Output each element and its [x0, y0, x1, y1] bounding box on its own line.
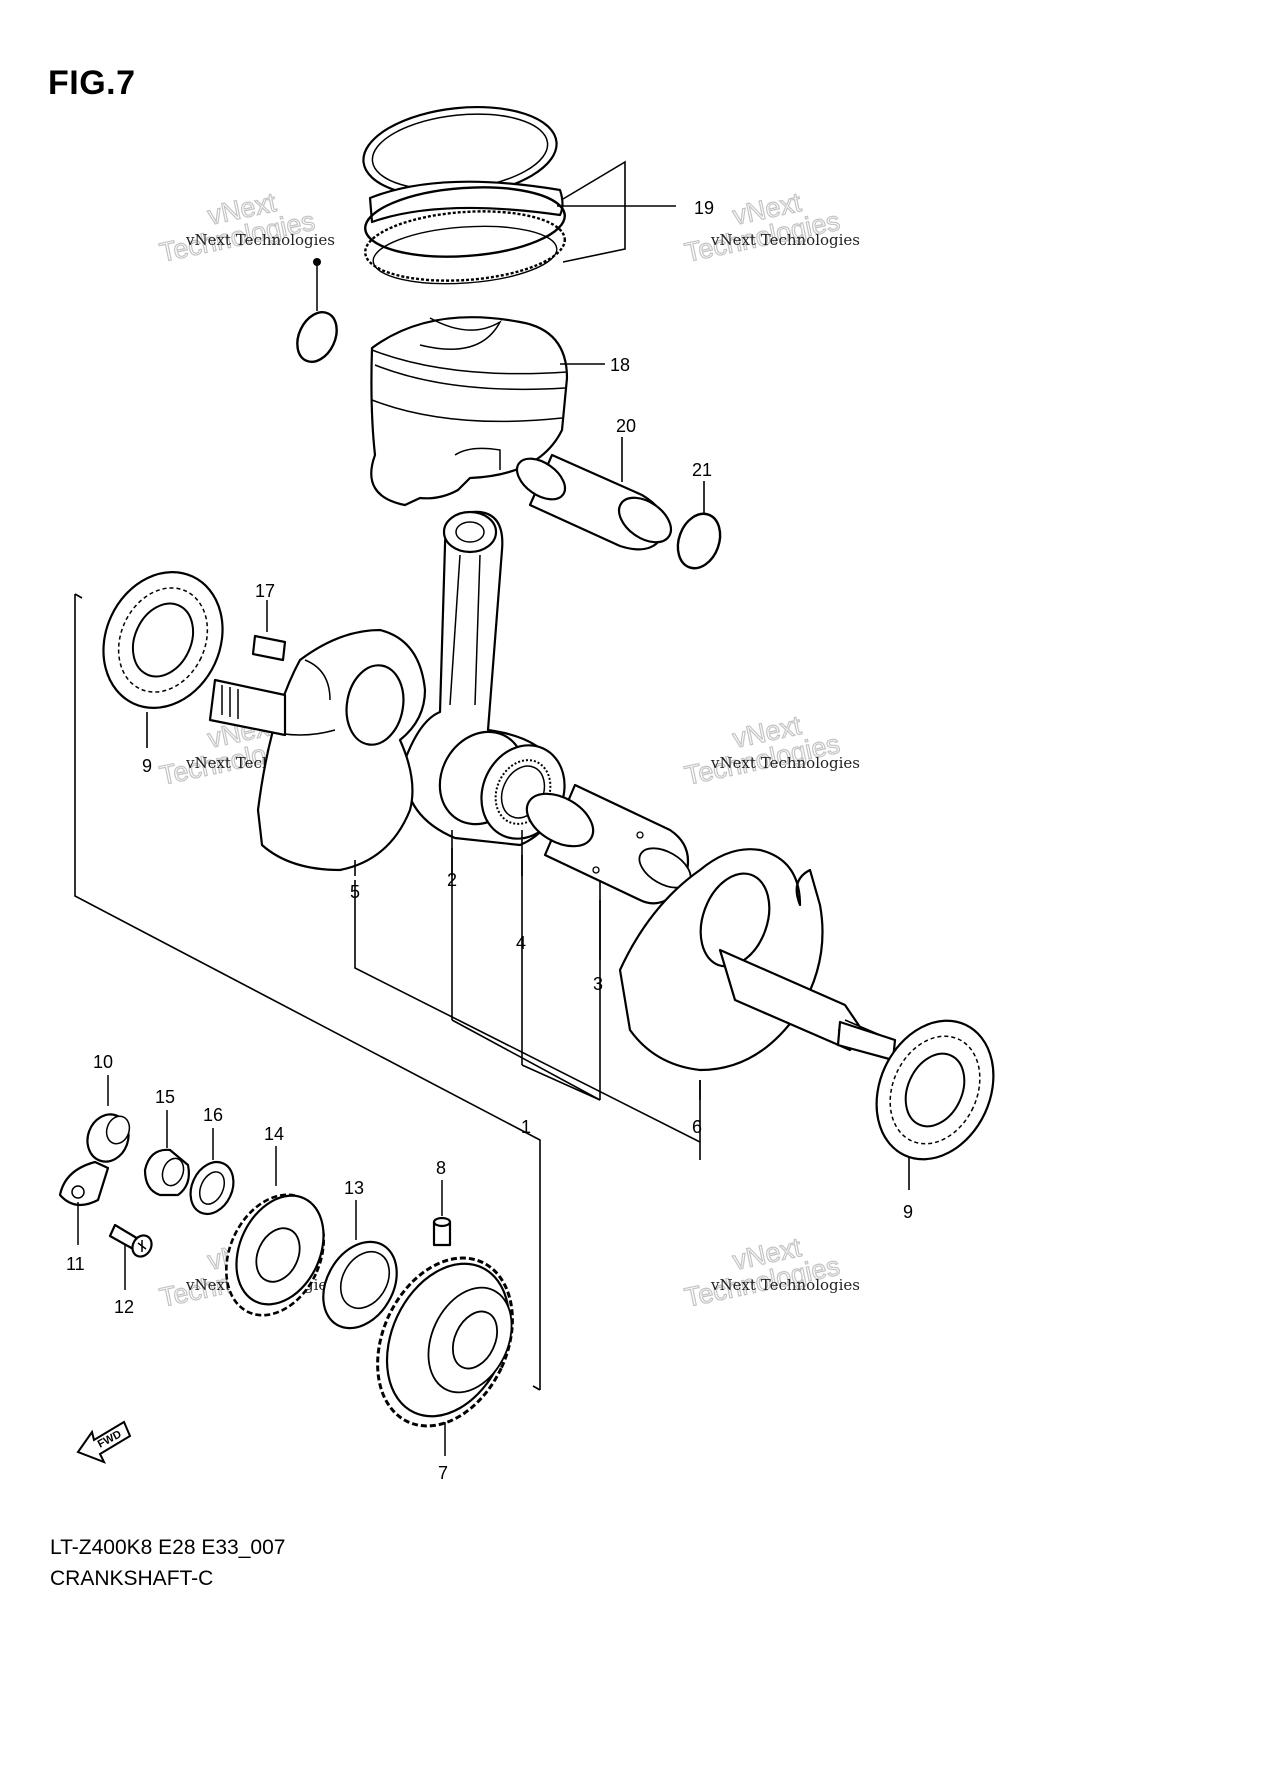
callout-20: 20	[616, 416, 636, 436]
callout-9-right: 9	[903, 1202, 913, 1222]
callout-11: 11	[66, 1254, 85, 1274]
caption-part-name: CRANKSHAFT-C	[50, 1567, 214, 1590]
callout-7: 7	[438, 1463, 448, 1483]
watermark-top-left: vNext Technologies vNext Technologies	[156, 186, 335, 268]
figure-caption: LT-Z400K8 E28 E33_007 CRANKSHAFT-C	[50, 1532, 285, 1594]
callout-2: 2	[447, 870, 457, 890]
callout-4: 4	[516, 933, 526, 953]
callout-1: 1	[521, 1117, 531, 1137]
watermark-mid-right: vNext Technologies vNext Technologies	[681, 709, 860, 791]
watermark-text: vNext Technologies	[185, 231, 335, 249]
bearing-left	[102, 571, 224, 709]
callout-16: 16	[203, 1105, 223, 1125]
callout-14: 14	[264, 1124, 284, 1144]
circlip-right	[676, 512, 722, 570]
washer-16	[189, 1128, 235, 1215]
callout-6: 6	[692, 1117, 702, 1137]
callout-12: 12	[114, 1297, 134, 1317]
crankshaft-right-half	[618, 848, 897, 1072]
piston-rings	[362, 105, 566, 285]
figure-title: FIG.7	[48, 64, 136, 102]
watermark-text: vNext Technologies	[710, 754, 860, 772]
piston	[370, 316, 569, 507]
callout-17: 17	[255, 581, 275, 601]
dowel-pin-8	[432, 1180, 452, 1247]
assembly-bracket-lines	[74, 593, 701, 1391]
callout-19: 19	[694, 198, 714, 218]
callout-21: 21	[692, 460, 712, 480]
crank-pin	[525, 783, 692, 905]
watermark-text: vNext Technologies	[710, 231, 860, 249]
plate-11	[58, 1160, 110, 1245]
woodruff-key	[251, 600, 287, 662]
piston-pin	[515, 453, 673, 551]
caption-model-code: LT-Z400K8 E28 E33_007	[50, 1536, 286, 1559]
callout-13: 13	[344, 1178, 364, 1198]
fwd-arrow-icon: FWD	[76, 1420, 132, 1464]
primary-gear-7	[376, 1256, 514, 1456]
callout-3: 3	[593, 974, 603, 994]
leader-lines	[146, 160, 910, 1190]
gear-14	[224, 1146, 326, 1317]
callout-9-left: 9	[142, 756, 152, 776]
callout-15: 15	[155, 1087, 175, 1107]
callout-18: 18	[610, 355, 630, 375]
screw-12	[108, 1223, 153, 1290]
nut-15	[143, 1110, 190, 1197]
bearing-right	[875, 1019, 995, 1161]
callout-5: 5	[350, 882, 360, 902]
callout-10: 10	[93, 1052, 113, 1072]
circlip-left	[296, 258, 338, 363]
watermark-text: vNext Technologies	[710, 1276, 860, 1294]
callout-labels: 19 18 20 21 17 9 5 2 4 3 1 6 9 10 15 16 …	[66, 198, 913, 1483]
crankshaft-left-half	[208, 628, 427, 872]
watermark-bottom-right: vNext Technologies vNext Technologies	[681, 1231, 860, 1313]
bushing-10	[86, 1075, 131, 1163]
callout-8: 8	[436, 1158, 446, 1178]
gear-race-13	[322, 1200, 398, 1330]
